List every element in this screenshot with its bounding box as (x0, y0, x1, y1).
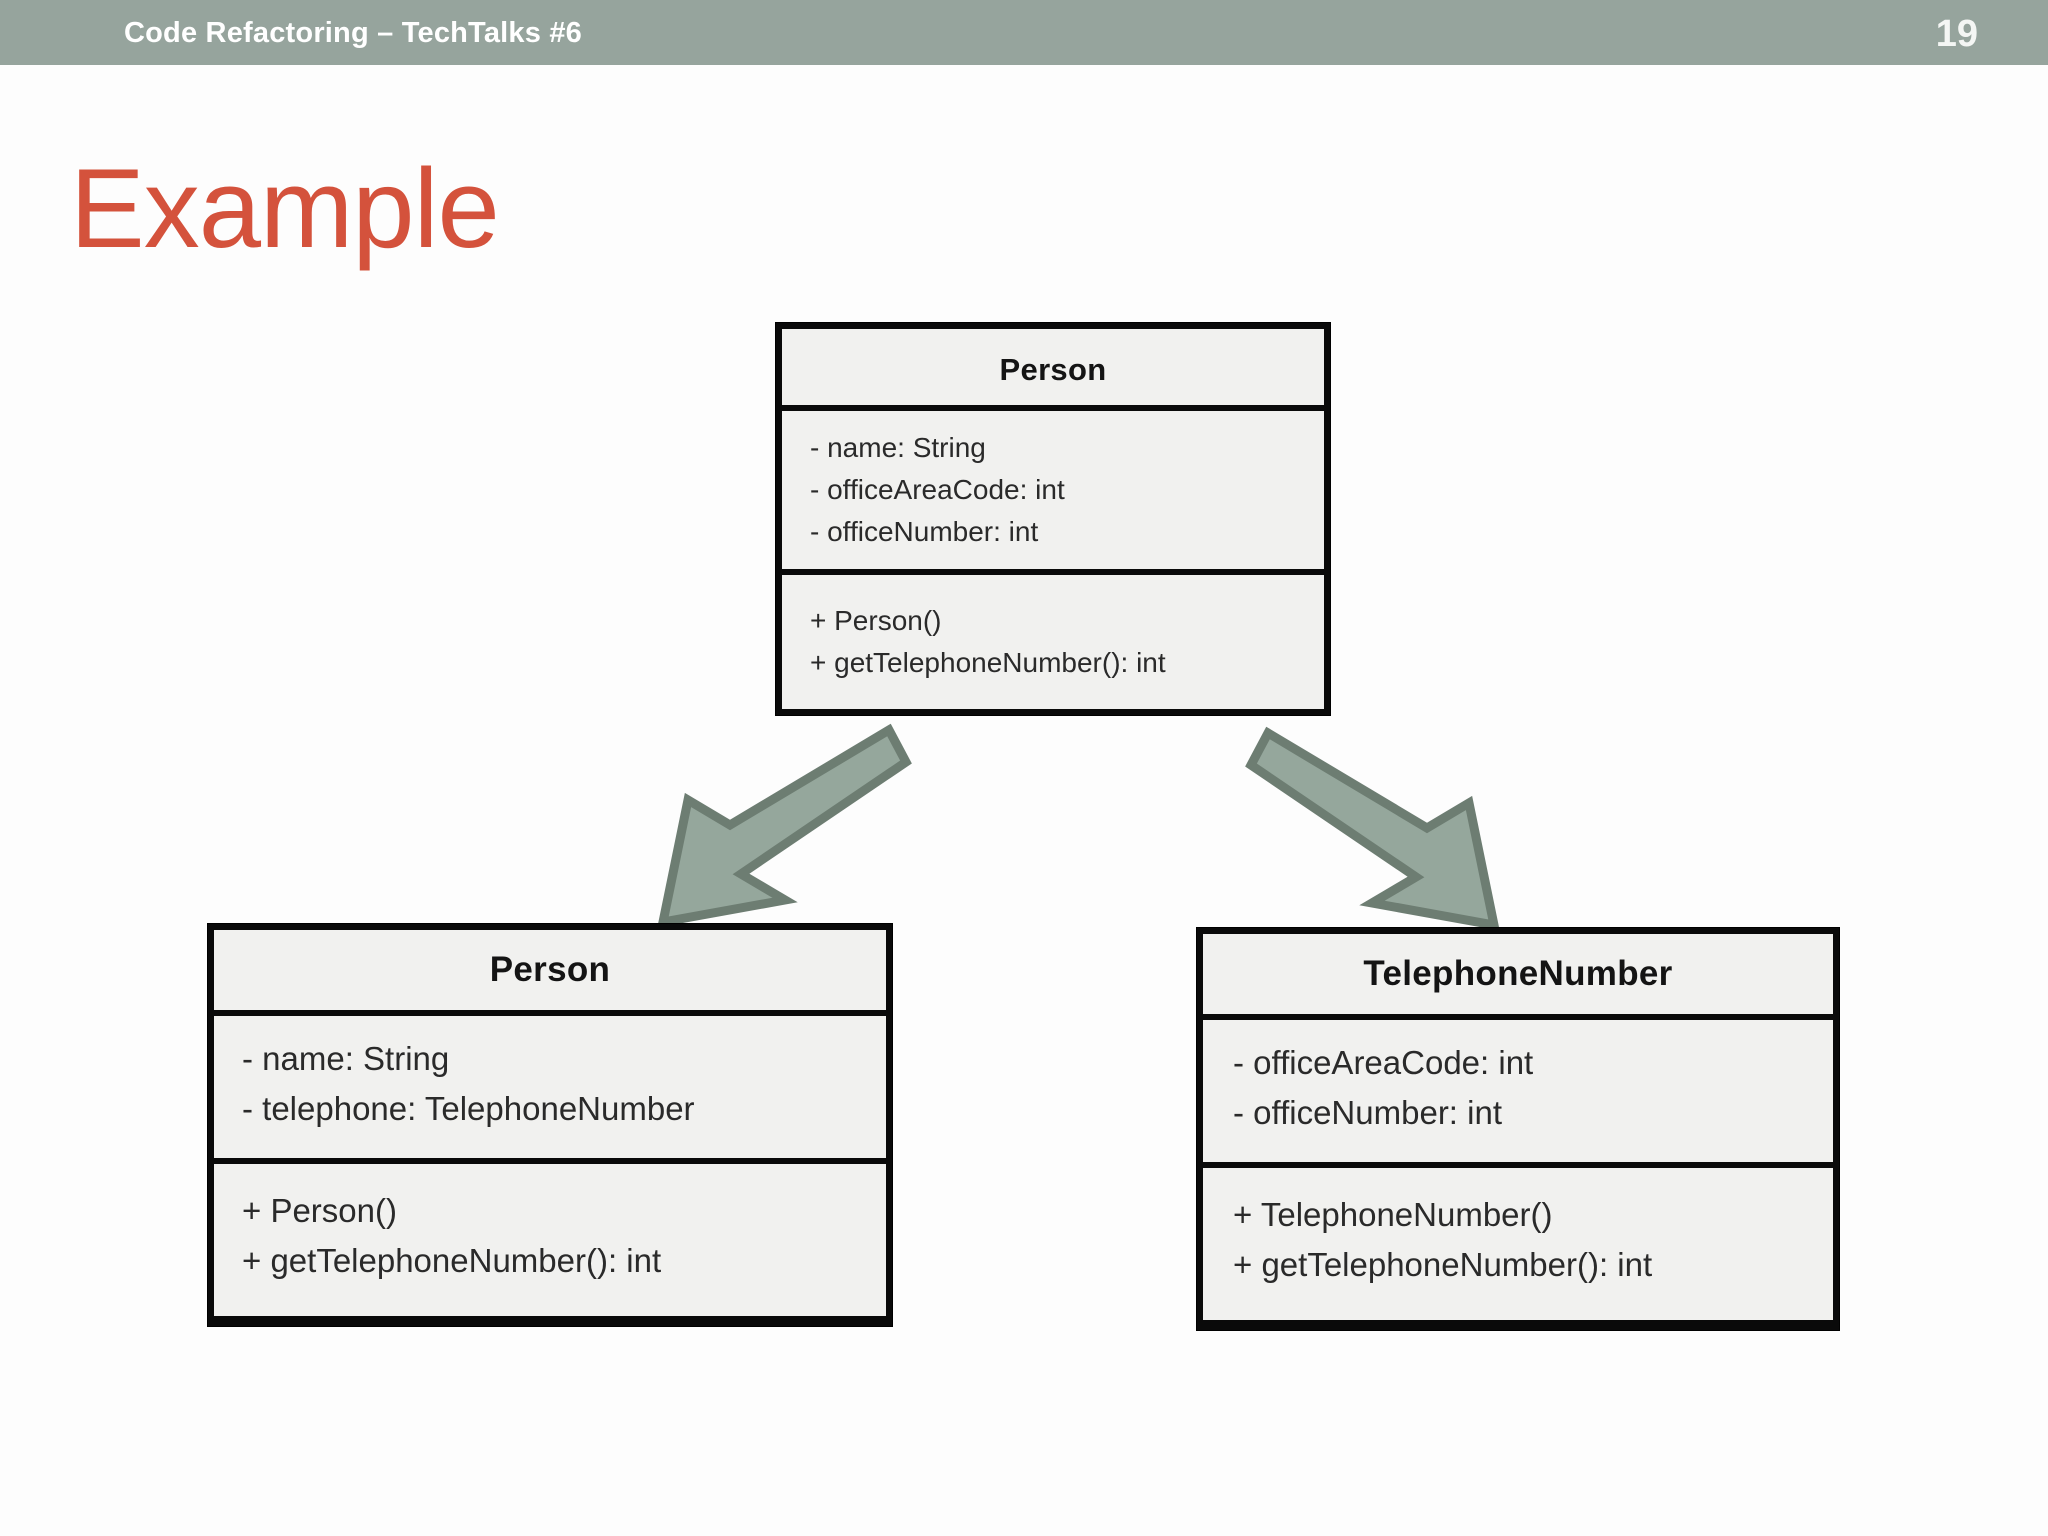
uml-method: + Person() (242, 1192, 397, 1229)
uml-method: + Person() (810, 605, 942, 636)
page-title: Example (70, 146, 500, 271)
arrow-left-icon (657, 723, 912, 928)
uml-attribute: - officeAreaCode: int (1233, 1044, 1534, 1081)
uml-class-name: Person (782, 329, 1324, 405)
uml-method: + getTelephoneNumber(): int (810, 647, 1166, 678)
uml-attributes-compartment: - name: String - telephone: TelephoneNum… (214, 1016, 886, 1158)
uml-attribute: - officeNumber: int (810, 516, 1039, 547)
uml-methods-compartment: + TelephoneNumber() + getTelephoneNumber… (1203, 1168, 1833, 1320)
uml-attribute: - officeNumber: int (1233, 1094, 1502, 1131)
uml-method: + getTelephoneNumber(): int (1233, 1246, 1653, 1283)
uml-method: + getTelephoneNumber(): int (242, 1242, 662, 1279)
uml-class-box-person-before: Person - name: String - officeAreaCode: … (775, 322, 1331, 716)
uml-methods-compartment: + Person() + getTelephoneNumber(): int (782, 575, 1324, 709)
uml-class-name: Person (214, 930, 886, 1010)
uml-attribute: - telephone: TelephoneNumber (242, 1090, 695, 1127)
uml-attributes-compartment: - name: String - officeAreaCode: int - o… (782, 411, 1324, 569)
uml-class-name: TelephoneNumber (1203, 934, 1833, 1014)
slide-page-number: 19 (1935, 13, 1978, 55)
slide-header-band: Code Refactoring – TechTalks #6 19 (0, 0, 2048, 65)
uml-attribute: - officeAreaCode: int (810, 474, 1065, 505)
uml-attribute: - name: String (810, 432, 986, 463)
uml-attributes-compartment: - officeAreaCode: int - officeNumber: in… (1203, 1020, 1833, 1162)
arrow-right-icon (1245, 726, 1500, 931)
uml-class-box-person-after: Person - name: String - telephone: Telep… (207, 923, 893, 1327)
header-title: Code Refactoring – TechTalks #6 (124, 17, 582, 49)
uml-methods-compartment: + Person() + getTelephoneNumber(): int (214, 1164, 886, 1316)
uml-method: + TelephoneNumber() (1233, 1196, 1553, 1233)
uml-class-box-telephonenumber: TelephoneNumber - officeAreaCode: int - … (1196, 927, 1840, 1331)
uml-attribute: - name: String (242, 1040, 450, 1077)
